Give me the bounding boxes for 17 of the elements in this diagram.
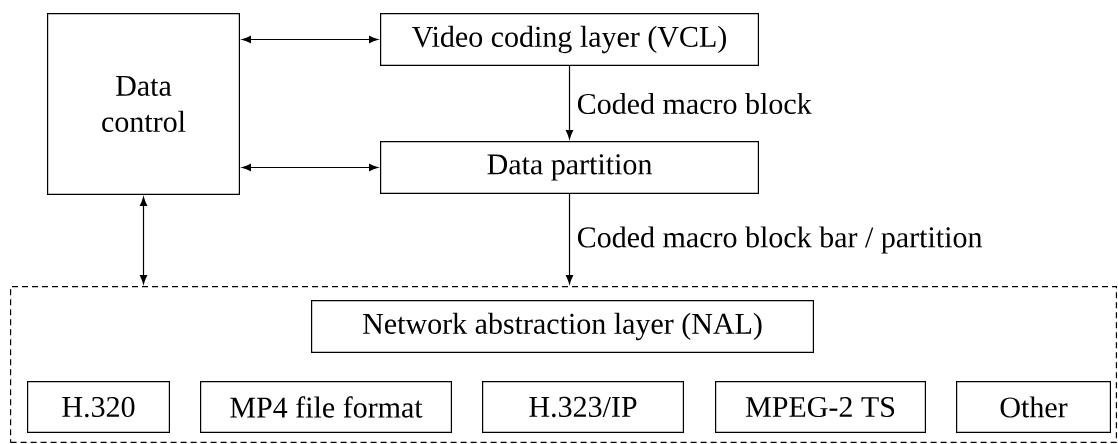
edge-label: Coded macro block xyxy=(575,91,813,116)
layer-box: Other xyxy=(956,381,1111,433)
arrow xyxy=(565,65,574,140)
edge-label: Coded macro block bar / partition xyxy=(575,225,984,255)
layer-box: MP4 file format xyxy=(200,381,452,433)
layer-box: H.320 xyxy=(27,381,170,433)
arrow xyxy=(139,196,148,285)
process-box: Data control xyxy=(47,13,240,195)
layer-box: MPEG-2 TS xyxy=(715,381,926,433)
layer-box: Network abstraction layer (NAL) xyxy=(311,300,814,353)
arrow xyxy=(241,35,379,44)
arrow xyxy=(241,163,379,172)
arrow xyxy=(565,193,574,285)
layer-box: H.323/IP xyxy=(482,381,684,433)
process-box: Video coding layer (VCL) xyxy=(380,13,759,66)
process-box: Data partition xyxy=(380,141,759,194)
dashed-container xyxy=(10,286,1117,443)
